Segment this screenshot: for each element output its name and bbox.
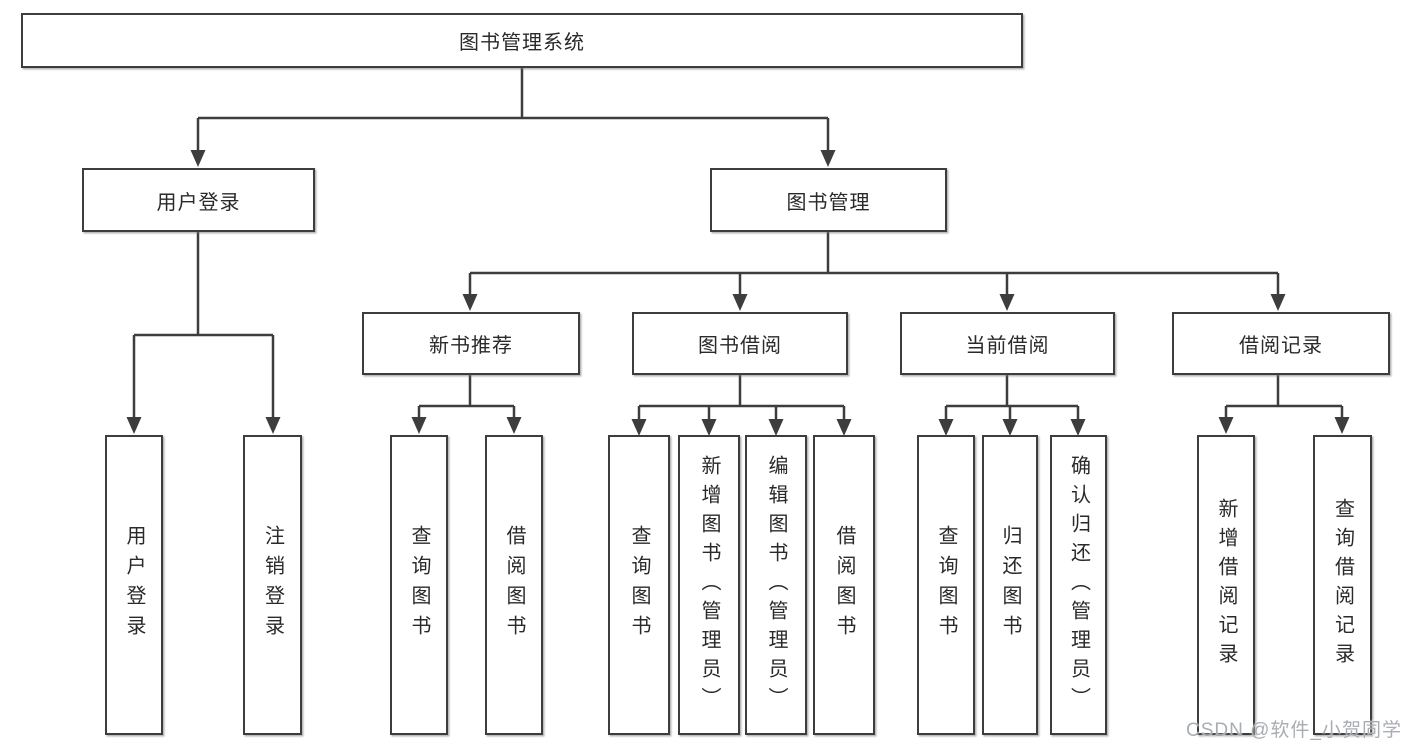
leaf-edit-books-admin-label: 编辑图书（管理员） <box>765 454 787 716</box>
node-book-management: 图书管理 <box>710 168 947 232</box>
leaf-confirm-return-admin-label: 确认归还（管理员） <box>1067 454 1090 716</box>
leaf-query-borrow-record: 查询借阅记录 <box>1313 435 1372 735</box>
node-current-borrow: 当前借阅 <box>900 312 1115 375</box>
leaf-current-query-books: 查询图书 <box>917 435 975 735</box>
node-book-management-label: 图书管理 <box>786 191 871 214</box>
node-book-borrow-label: 图书借阅 <box>698 335 782 357</box>
leaf-return-books: 归还图书 <box>982 435 1038 735</box>
node-new-book-recommend: 新书推荐 <box>362 312 580 375</box>
leaf-borrow-query-books-label: 查询图书 <box>628 525 650 645</box>
node-user-login: 用户登录 <box>82 168 315 232</box>
leaf-borrow-books: 借阅图书 <box>813 435 875 735</box>
arrowhead-icons <box>126 150 1350 436</box>
leaf-logout-label: 注销登录 <box>261 525 284 645</box>
node-book-borrow: 图书借阅 <box>632 312 848 375</box>
leaf-edit-books-admin: 编辑图书（管理员） <box>745 435 807 735</box>
leaf-newbook-borrow-books-label: 借阅图书 <box>503 525 525 645</box>
node-user-login-label: 用户登录 <box>156 191 241 214</box>
leaf-return-books-label: 归还图书 <box>999 525 1021 645</box>
leaf-current-query-books-label: 查询图书 <box>935 525 957 645</box>
node-new-book-recommend-label: 新书推荐 <box>429 335 513 357</box>
leaf-user-login: 用户登录 <box>105 435 163 735</box>
leaf-add-borrow-record: 新增借阅记录 <box>1197 435 1255 735</box>
csdn-watermark: CSDN @软件_小贺同学 <box>1186 720 1402 741</box>
node-borrow-records-label: 借阅记录 <box>1239 335 1323 357</box>
leaf-user-login-label: 用户登录 <box>123 525 145 645</box>
leaf-add-books-admin: 新增图书（管理员） <box>678 435 740 735</box>
leaf-borrow-books-label: 借阅图书 <box>833 525 855 645</box>
leaf-newbook-query-books-label: 查询图书 <box>408 525 430 645</box>
leaf-borrow-query-books: 查询图书 <box>608 435 670 735</box>
leaf-add-books-admin-label: 新增图书（管理员） <box>698 454 720 716</box>
leaf-query-borrow-record-label: 查询借阅记录 <box>1331 498 1354 672</box>
leaf-newbook-query-books: 查询图书 <box>390 435 448 735</box>
leaf-newbook-borrow-books: 借阅图书 <box>485 435 543 735</box>
node-borrow-records: 借阅记录 <box>1172 312 1390 375</box>
leaf-add-borrow-record-label: 新增借阅记录 <box>1215 498 1237 672</box>
node-root-label: 图书管理系统 <box>459 32 585 54</box>
leaf-logout: 注销登录 <box>243 435 302 735</box>
leaf-confirm-return-admin: 确认归还（管理员） <box>1050 435 1107 735</box>
node-current-borrow-label: 当前借阅 <box>965 335 1050 357</box>
node-root: 图书管理系统 <box>21 13 1023 68</box>
